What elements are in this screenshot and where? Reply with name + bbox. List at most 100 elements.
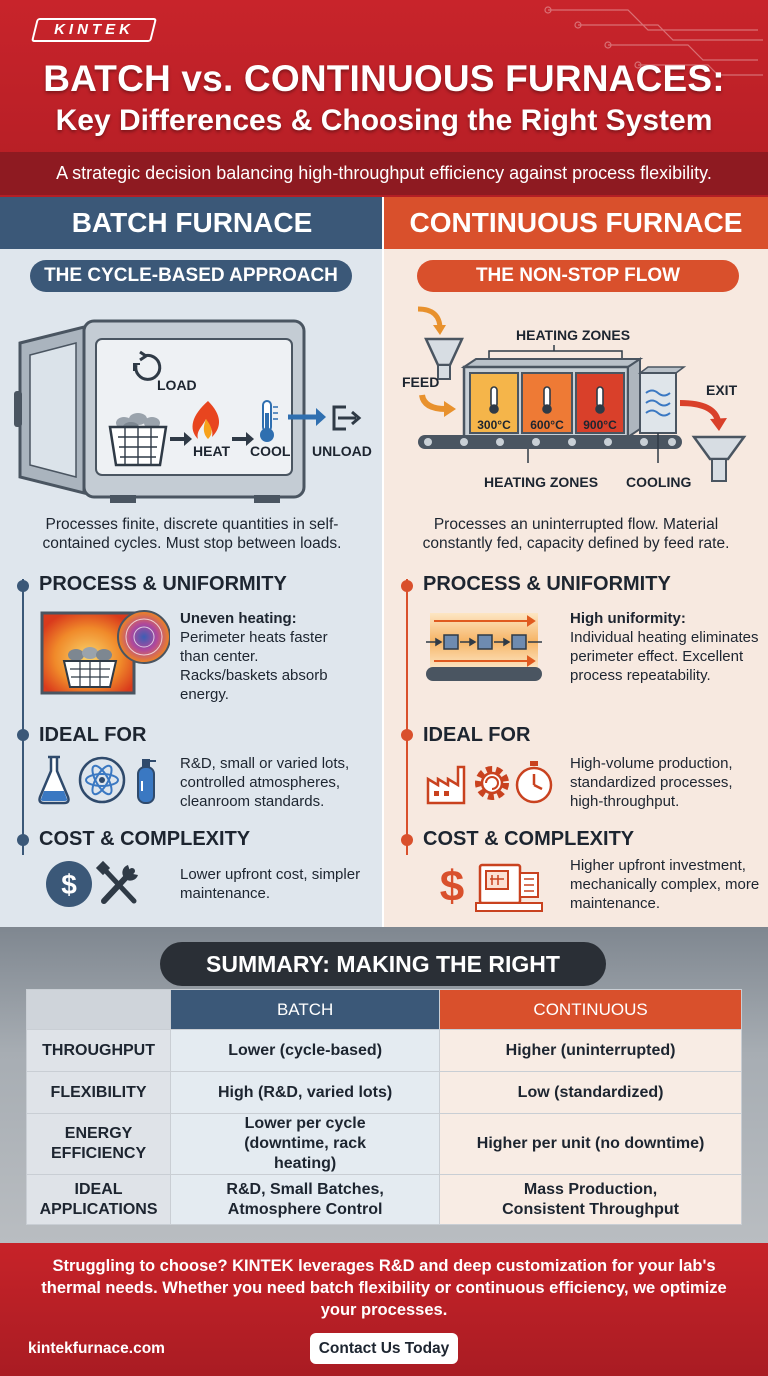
heating-zones-top-label: HEATING ZONES — [516, 327, 630, 343]
unload-label: UNLOAD — [312, 443, 372, 459]
continuous-ideal-text: High-volume production, standardized pro… — [570, 755, 733, 810]
tools-icon — [95, 860, 138, 904]
continuous-furnace-illustration: FEED HEATING ZONES 300°C 600°C 900°C EXI… — [402, 306, 747, 490]
unload-icon — [332, 405, 362, 431]
batch-description: Processes finite, discrete quantities in… — [42, 516, 342, 552]
table-row: IDEAL APPLICATIONS R&D, Small Batches, A… — [25, 1174, 742, 1225]
dollar-icon: $ — [46, 861, 92, 907]
table-header-continuous: CONTINUOUS — [439, 989, 742, 1030]
row-label: ENERGY EFFICIENCY — [25, 1113, 172, 1175]
dollar-icon: $ — [440, 862, 464, 911]
batch-cell: Lower (cycle-based) — [170, 1029, 441, 1072]
thermometer-icon — [260, 400, 278, 442]
continuous-cell: Low (standardized) — [439, 1071, 742, 1114]
gear-icon — [475, 766, 509, 800]
batch-cell: High (R&D, varied lots) — [170, 1071, 441, 1114]
batch-column: BATCH FURNACE THE CYCLE-BASED APPROACH L… — [0, 197, 384, 927]
batch-heading: BATCH FURNACE — [0, 197, 384, 249]
contact-us-button[interactable]: Contact Us Today — [310, 1333, 458, 1364]
continuous-cost-title: COST & COMPLEXITY — [423, 828, 635, 850]
continuous-description: Processes an uninterrupted flow. Materia… — [422, 516, 730, 552]
table-header-row: BATCH CONTINUOUS — [25, 989, 742, 1030]
continuous-process-title: PROCESS & UNIFORMITY — [423, 573, 671, 595]
table-header-batch: BATCH — [170, 989, 441, 1030]
subtitle-text: A strategic decision balancing high-thro… — [56, 163, 712, 183]
basket-icon — [108, 413, 168, 467]
batch-timeline — [22, 579, 24, 855]
website-link[interactable]: kintekfurnace.com — [28, 1340, 165, 1357]
stopwatch-icon — [515, 761, 553, 804]
continuous-process-text: High uniformity:Individual heating elimi… — [570, 610, 759, 684]
timeline-dot — [401, 729, 413, 741]
continuous-cost-text: Higher upfront investment, mechanically … — [570, 857, 760, 912]
timeline-dot — [17, 834, 29, 846]
heating-zones-bottom-label: HEATING ZONES — [484, 474, 598, 490]
row-label: IDEAL APPLICATIONS — [25, 1174, 172, 1225]
lab-icons — [38, 755, 156, 805]
complex-cost-icons: $ — [440, 862, 543, 912]
continuous-cell: Higher per unit (no downtime) — [439, 1113, 742, 1175]
continuous-heading: CONTINUOUS FURNACE — [384, 197, 768, 249]
timeline-dot — [17, 580, 29, 592]
batch-cost-title: COST & COMPLEXITY — [39, 828, 251, 850]
continuous-cell: Mass Production, Consistent Throughput — [439, 1174, 742, 1225]
cool-label: COOL — [250, 443, 291, 459]
flask-icon — [38, 755, 70, 805]
exit-label: EXIT — [706, 382, 738, 398]
cooling-label: COOLING — [626, 474, 691, 490]
gas-cylinder-icon — [137, 759, 156, 804]
uneven-heating-icon — [40, 610, 170, 695]
footer: Struggling to choose? KINTEK leverages R… — [0, 1243, 768, 1376]
comparison-table: BATCH CONTINUOUS THROUGHPUT Lower (cycle… — [25, 989, 742, 1225]
factory-icon — [426, 765, 466, 805]
table-header-empty — [25, 989, 172, 1030]
uniform-heating-icon — [426, 613, 542, 681]
kintek-logo[interactable]: KINTEK — [31, 18, 157, 42]
zone3-temp: 900°C — [583, 418, 617, 432]
page-title: BATCH vs. CONTINUOUS FURNACES: — [43, 58, 725, 99]
zone2-temp: 600°C — [530, 418, 564, 432]
timeline-dot — [17, 729, 29, 741]
cooling-box-icon — [637, 366, 687, 434]
continuous-ideal-title: IDEAL FOR — [423, 724, 531, 746]
flame-icon — [192, 401, 220, 439]
cycle-icon — [133, 350, 162, 381]
header: KINTEK BATCH vs. CONTINUOUS FURNACES: Ke… — [0, 0, 768, 197]
continuous-approach-pill: THE NON-STOP FLOW — [417, 260, 739, 292]
svg-text:$: $ — [61, 869, 77, 900]
circuit-decoration — [544, 6, 763, 76]
table-row: FLEXIBILITY High (R&D, varied lots) Low … — [25, 1071, 742, 1114]
batch-cell: R&D, Small Batches, Atmosphere Control — [170, 1174, 441, 1225]
load-label: LOAD — [157, 377, 197, 393]
exit-hopper-icon — [691, 435, 747, 482]
continuous-column: CONTINUOUS FURNACE THE NON-STOP FLOW FEE… — [384, 197, 768, 927]
batch-process-title: PROCESS & UNIFORMITY — [39, 573, 287, 595]
batch-cell: Lower per cycle (downtime, rack heating) — [170, 1113, 441, 1175]
row-label: THROUGHPUT — [25, 1029, 172, 1072]
machine-icon — [475, 863, 543, 912]
table-row: THROUGHPUT Lower (cycle-based) Higher (u… — [25, 1029, 742, 1072]
batch-furnace-illustration: LOAD HEAT COOL UNLOAD — [14, 319, 372, 503]
footer-message: Struggling to choose? KINTEK leverages R… — [41, 1257, 727, 1319]
batch-process-text: Uneven heating:Perimeter heats faster th… — [180, 610, 328, 703]
feed-label: FEED — [402, 374, 439, 390]
batch-ideal-text: R&D, small or varied lots, controlled at… — [180, 755, 350, 810]
page-subtitle-title: Key Differences & Choosing the Right Sys… — [55, 104, 713, 137]
continuous-timeline — [406, 579, 408, 855]
heat-label: HEAT — [193, 443, 231, 459]
atom-icon — [78, 756, 126, 804]
table-row: ENERGY EFFICIENCY Lower per cycle (downt… — [25, 1113, 742, 1175]
summary-title: SUMMARY: MAKING THE RIGHT CHOICE — [160, 942, 606, 1021]
feed-hopper-icon — [417, 306, 464, 380]
continuous-cell: Higher (uninterrupted) — [439, 1029, 742, 1072]
cost-icons: $ — [46, 860, 138, 907]
production-icons — [426, 761, 553, 805]
timeline-dot — [401, 834, 413, 846]
zone1-temp: 300°C — [477, 418, 511, 432]
batch-cost-text: Lower upfront cost, simpler maintenance. — [180, 866, 361, 902]
batch-ideal-title: IDEAL FOR — [39, 724, 147, 746]
row-label: FLEXIBILITY — [25, 1071, 172, 1114]
subtitle-bar: A strategic decision balancing high-thro… — [0, 152, 768, 195]
batch-approach-pill: THE CYCLE-BASED APPROACH — [30, 260, 352, 292]
timeline-dot — [401, 580, 413, 592]
